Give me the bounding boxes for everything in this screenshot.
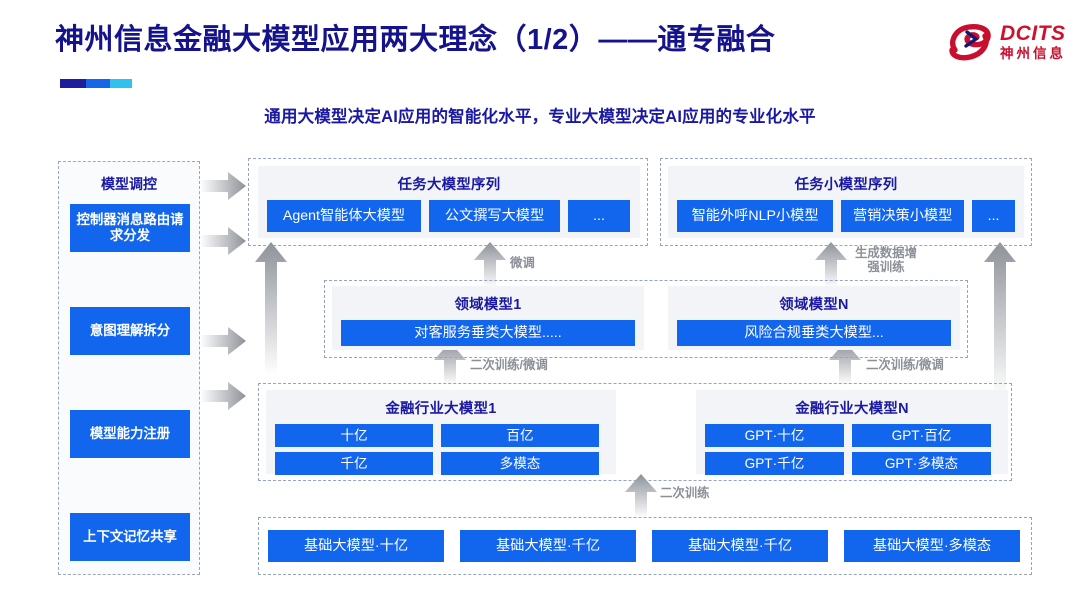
task-large-outer [248, 158, 648, 246]
chip-industryn-gpt-multimodal[interactable]: GPT·多模态 [852, 452, 991, 475]
chip-outbound-nlp-model[interactable]: 智能外呼NLP小模型 [677, 200, 834, 232]
chip-industry1-baiyi[interactable]: 百亿 [441, 424, 599, 447]
control-button-registry[interactable]: 模型能力注册 [70, 410, 190, 458]
task-small-outer [660, 158, 1032, 246]
arrow-label-fine-tune: 微调 [510, 256, 535, 270]
chip-base-model-qianyi-1[interactable]: 基础大模型·千亿 [460, 530, 636, 562]
industry-model-1-row-2: 千亿 多模态 [266, 452, 616, 475]
domain-models-outer [324, 280, 968, 358]
task-large-group: 任务大模型序列 Agent智能体大模型 公文撰写大模型 ... [258, 166, 640, 238]
domain-model-n-group: 领域模型N 风险合规垂类大模型... [668, 286, 960, 350]
domain-model-1-group: 领域模型1 对客服务垂类大模型..... [332, 286, 644, 350]
base-models-row: 基础大模型·十亿 基础大模型·千亿 基础大模型·千亿 基础大模型·多模态 [268, 530, 1020, 562]
task-large-title: 任务大模型序列 [397, 177, 501, 193]
chip-task-small-more[interactable]: ... [972, 200, 1016, 232]
flow-arrows-vertical [255, 242, 1016, 518]
industry-model-n-title: 金融行业大模型N [795, 401, 909, 417]
chip-industry1-qianyi[interactable]: 千亿 [275, 452, 433, 475]
task-small-chip-row: 智能外呼NLP小模型 营销决策小模型 ... [668, 200, 1024, 232]
industry-model-n-group: 金融行业大模型N GPT·十亿 GPT·百亿 GPT·千亿 GPT·多模态 [696, 390, 1008, 475]
domain-model-1-title: 领域模型1 [454, 297, 522, 313]
task-large-chip-row: Agent智能体大模型 公文撰写大模型 ... [258, 200, 640, 232]
chip-industry1-multimodal[interactable]: 多模态 [441, 452, 599, 475]
chip-industryn-gpt-baiyi[interactable]: GPT·百亿 [852, 424, 991, 447]
control-button-context[interactable]: 上下文记忆共享 [70, 513, 190, 561]
model-control-panel: 模型调控 控制器消息路由请求分发 意图理解拆分 模型能力注册 上下文记忆共享 [58, 161, 200, 575]
chip-industry1-shiyi[interactable]: 十亿 [275, 424, 433, 447]
accent-bar [60, 79, 132, 88]
control-button-router[interactable]: 控制器消息路由请求分发 [70, 204, 190, 252]
chip-base-model-shiyi[interactable]: 基础大模型·十亿 [268, 530, 444, 562]
domain-model-n-title: 领域模型N [779, 297, 849, 313]
chip-base-model-qianyi-2[interactable]: 基础大模型·千亿 [652, 530, 828, 562]
dcits-logo: DCITS 神州信息 [947, 20, 1066, 64]
logo-text-cn: 神州信息 [1000, 46, 1066, 62]
arrow-label-data-aug: 生成数据增强训练 [855, 246, 917, 275]
chip-customer-service-vertical-model[interactable]: 对客服务垂类大模型..... [341, 320, 635, 346]
chip-agent-model[interactable]: Agent智能体大模型 [267, 200, 421, 232]
industry-model-1-title: 金融行业大模型1 [385, 401, 497, 417]
control-button-intent[interactable]: 意图理解拆分 [70, 307, 190, 355]
arrow-label-retrain-left: 二次训练/微调 [470, 358, 548, 372]
model-control-title: 模型调控 [101, 176, 157, 192]
logo-text-en: DCITS [1000, 22, 1066, 46]
chip-doc-writing-model[interactable]: 公文撰写大模型 [429, 200, 560, 232]
industry-model-1-row-1: 十亿 百亿 [266, 424, 616, 447]
page-title: 神州信息金融大模型应用两大理念（1/2）——通专融合 [55, 24, 776, 56]
task-small-group: 任务小模型序列 智能外呼NLP小模型 营销决策小模型 ... [668, 166, 1024, 238]
task-small-title: 任务小模型序列 [794, 177, 898, 193]
arrow-label-retrain: 二次训练 [660, 486, 710, 500]
chip-task-large-more[interactable]: ... [568, 200, 630, 232]
industry-model-n-row-2: GPT·千亿 GPT·多模态 [696, 452, 1008, 475]
domain-model-n-row: 风险合规垂类大模型... [668, 320, 960, 346]
base-models-outer [258, 517, 1032, 575]
domain-model-1-row: 对客服务垂类大模型..... [332, 320, 644, 346]
industry-models-outer [258, 383, 1012, 481]
logo-swirl-icon [949, 24, 991, 61]
chip-industryn-gpt-shiyi[interactable]: GPT·十亿 [705, 424, 844, 447]
flow-arrows-horizontal [200, 172, 246, 410]
chip-industryn-gpt-qianyi[interactable]: GPT·千亿 [705, 452, 844, 475]
chip-risk-compliance-vertical-model[interactable]: 风险合规垂类大模型... [677, 320, 951, 346]
industry-model-n-row-1: GPT·十亿 GPT·百亿 [696, 424, 1008, 447]
industry-model-1-group: 金融行业大模型1 十亿 百亿 千亿 多模态 [266, 390, 616, 475]
subtitle: 通用大模型决定AI应用的智能化水平，专业大模型决定AI应用的专业化水平 [264, 108, 816, 126]
chip-marketing-decision-model[interactable]: 营销决策小模型 [841, 200, 965, 232]
arrow-label-retrain-right: 二次训练/微调 [866, 358, 944, 372]
chip-base-model-multimodal[interactable]: 基础大模型·多模态 [844, 530, 1020, 562]
